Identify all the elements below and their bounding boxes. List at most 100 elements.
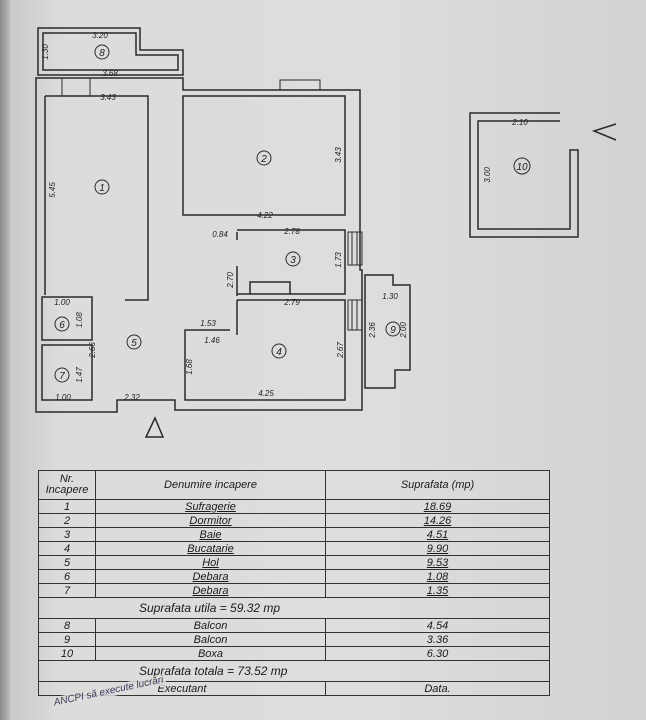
dimension-label: 1.47 bbox=[75, 367, 84, 383]
cell-nr: 3 bbox=[38, 527, 96, 542]
cell-nr: 4 bbox=[38, 541, 96, 556]
window bbox=[61, 77, 91, 97]
date-label: Data. bbox=[325, 681, 550, 696]
useful-area-total: Suprafata utila = 59.32 mp bbox=[38, 597, 550, 619]
cell-name: Boxa bbox=[95, 646, 326, 661]
room-6-wall bbox=[41, 296, 93, 341]
cell-nr: 10 bbox=[38, 646, 96, 661]
room-number: 1 bbox=[99, 183, 105, 194]
cell-nr: 9 bbox=[38, 632, 96, 647]
rooms-table: Nr. Incapere Denumire incapere Suprafata… bbox=[38, 470, 550, 696]
cell-area: 14.26 bbox=[325, 513, 550, 528]
room-number: 9 bbox=[390, 325, 396, 336]
dimension-label: 3.20 bbox=[92, 31, 108, 40]
room-number: 7 bbox=[59, 371, 65, 382]
cell-area: 3.36 bbox=[325, 632, 550, 647]
dimension-label: 1.00 bbox=[55, 393, 71, 402]
stamp: ANCPI să execute lucrări bbox=[48, 674, 198, 720]
cell-area: 4.54 bbox=[325, 618, 550, 633]
dimension-label: 1.68 bbox=[185, 359, 194, 375]
header-area: Suprafata (mp) bbox=[325, 470, 550, 500]
window bbox=[279, 79, 321, 91]
cell-name: Bucatarie bbox=[95, 541, 326, 556]
boxa-10-wall bbox=[469, 112, 579, 238]
dimension-label: 3.00 bbox=[483, 167, 492, 183]
dimension-label: 2.36 bbox=[368, 322, 377, 339]
room-4-wall bbox=[184, 299, 346, 401]
cell-area: 18.69 bbox=[325, 499, 550, 514]
cell-nr: 8 bbox=[38, 618, 96, 633]
balcony-9-wall bbox=[364, 274, 411, 389]
cell-name: Debara bbox=[95, 583, 326, 598]
dimension-label: 1.30 bbox=[41, 44, 50, 60]
total-area-row: Suprafata totala = 73.52 mp bbox=[38, 660, 550, 682]
room-7-wall bbox=[41, 344, 93, 401]
cell-name: Balcon bbox=[95, 618, 326, 633]
north-arrow-icon bbox=[591, 123, 617, 141]
dimension-label: 1.46 bbox=[204, 336, 220, 345]
cell-area: 9.90 bbox=[325, 541, 550, 556]
room-number: 8 bbox=[99, 48, 105, 59]
cell-area: 9.53 bbox=[325, 555, 550, 570]
dimension-label: 3.43 bbox=[100, 93, 116, 102]
cell-nr: 5 bbox=[38, 555, 96, 570]
page-edge bbox=[0, 0, 10, 720]
floor-plan: 8 1 2 3 4 5 6 7 9 10 3.20 1.30 3.68 3.43… bbox=[35, 27, 617, 438]
dimension-label: 2.00 bbox=[399, 322, 408, 339]
dimension-label: 0.84 bbox=[212, 230, 228, 239]
cell-area: 6.30 bbox=[325, 646, 550, 661]
dimension-label: 3.68 bbox=[102, 69, 118, 78]
room-number: 10 bbox=[516, 162, 528, 173]
useful-area-row: Suprafata utila = 59.32 mp bbox=[38, 597, 550, 619]
header-name: Denumire incapere bbox=[95, 470, 326, 500]
room-number: 3 bbox=[290, 255, 296, 266]
room-number: 2 bbox=[260, 154, 267, 165]
dimension-label: 2.32 bbox=[123, 393, 140, 402]
room-1-wall bbox=[44, 95, 149, 301]
cell-nr: 1 bbox=[38, 499, 96, 514]
room-number: 6 bbox=[59, 320, 65, 331]
dimension-label: 2.10 bbox=[511, 118, 528, 127]
dimension-label: 2.66 bbox=[88, 342, 97, 359]
dimension-label: 4.22 bbox=[257, 211, 273, 220]
dimension-label: 2.79 bbox=[283, 298, 300, 307]
dimension-label: 1.73 bbox=[334, 252, 343, 268]
stairs bbox=[347, 231, 363, 331]
header-nr: Nr. Incapere bbox=[38, 470, 96, 500]
cell-name: Hol bbox=[95, 555, 326, 570]
room-3-wall bbox=[236, 229, 346, 296]
table-header: Nr. Incapere Denumire incapere Suprafata… bbox=[38, 470, 550, 500]
dimension-label: 2.67 bbox=[336, 342, 345, 359]
cell-name: Dormitor bbox=[95, 513, 326, 528]
room-number: 5 bbox=[131, 338, 137, 349]
dimension-label: 1.30 bbox=[382, 292, 398, 301]
balcony-8-wall bbox=[37, 27, 184, 76]
outer-wall bbox=[35, 77, 363, 413]
dimension-label: 4.25 bbox=[258, 389, 274, 398]
cell-area: 4.51 bbox=[325, 527, 550, 542]
cell-area: 1.08 bbox=[325, 569, 550, 584]
cell-area: 1.35 bbox=[325, 583, 550, 598]
entrance-arrow-icon bbox=[144, 416, 165, 438]
cell-nr: 6 bbox=[38, 569, 96, 584]
dimension-label: 2.70 bbox=[226, 272, 235, 289]
dimension-label: 1.00 bbox=[54, 298, 70, 307]
dimension-label: 2.78 bbox=[283, 227, 300, 236]
cell-nr: 7 bbox=[38, 583, 96, 598]
dimension-label: 5.45 bbox=[48, 182, 57, 198]
cell-nr: 2 bbox=[38, 513, 96, 528]
dimension-label: 1.53 bbox=[200, 319, 216, 328]
dimension-label: 3.43 bbox=[334, 147, 343, 163]
total-area: Suprafata totala = 73.52 mp bbox=[38, 660, 550, 682]
dimension-label: 1.08 bbox=[75, 312, 84, 328]
